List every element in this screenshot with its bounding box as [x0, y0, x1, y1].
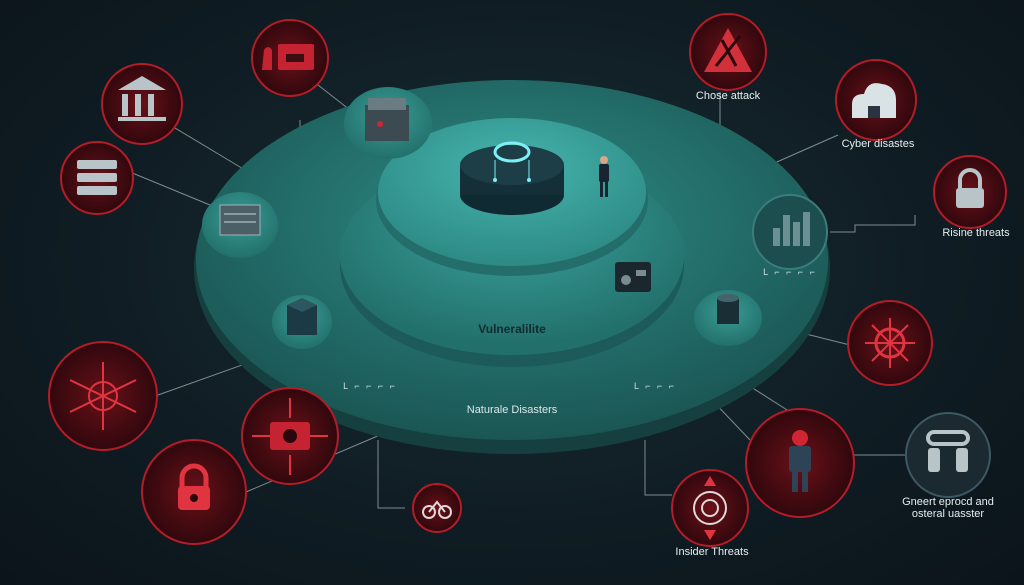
bar-chart-icon [752, 194, 828, 270]
person-icon [599, 156, 609, 197]
bank-icon [101, 63, 183, 145]
label-rising-threats: Risine threats [942, 227, 1010, 239]
target-icon [847, 300, 933, 386]
core-label: Vulneralilite [478, 322, 546, 336]
ring-tick-far-right: L ⌐ ⌐ ⌐ ⌐ [763, 267, 817, 277]
bicycle-icon [412, 483, 462, 533]
cube-icon [272, 295, 332, 349]
cylinder-icon [694, 290, 762, 346]
radar-icon [671, 469, 749, 547]
lock-icon [933, 155, 1007, 229]
vr-headset-icon [905, 412, 991, 498]
hand-card-icon [251, 19, 329, 97]
printer-icon [344, 87, 432, 159]
label-cyber-disasters: Cyber disastes [841, 138, 915, 150]
storage-icon [202, 192, 278, 258]
label-general-line1: Gneert eprocd and [902, 496, 994, 508]
lock-open-icon [141, 439, 247, 545]
shield-circuit-icon [241, 387, 339, 485]
cloud-icon [835, 59, 917, 141]
label-chose-attack: Chose attack [695, 90, 761, 102]
radio-icon [615, 262, 651, 292]
label-general-line2: osteral uasster [911, 508, 985, 520]
server-icon [60, 141, 134, 215]
ring-tick-left: L ⌐ ⌐ ⌐ ⌐ [343, 381, 397, 391]
bug-icon [48, 341, 158, 451]
hacker-icon [745, 408, 855, 518]
cyber-cylinder-icon [460, 141, 564, 215]
hazard-icon [689, 13, 767, 91]
label-insider-threats: Insider Threats [675, 546, 749, 558]
middle-label: Naturale Disasters [466, 404, 558, 416]
ring-tick-right: L ⌐ ⌐ ⌐ [634, 381, 676, 391]
